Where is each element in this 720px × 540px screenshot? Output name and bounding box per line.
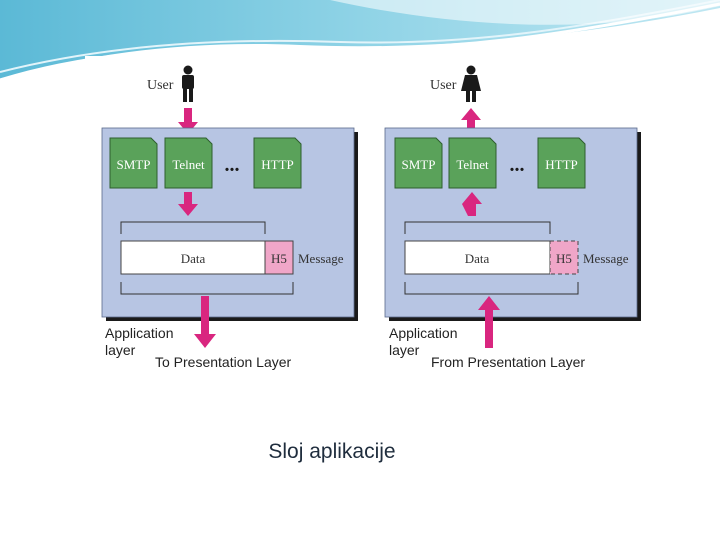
left-bracket-bottom [120,282,294,295]
right-protocol-smtp-label: SMTP [402,157,436,172]
right-up-arrow-presentation [478,296,500,348]
left-bracket-top [120,221,266,234]
right-up-arrow-user [461,108,481,134]
application-layer-figure: User SMTP Telnet ... HTTP [85,56,660,374]
right-message-label: Message [583,251,629,266]
left-user-icon [182,65,194,102]
right-bracket-bottom [404,282,579,295]
left-down-arrow-telnet [178,192,198,216]
right-protocol-http-label: HTTP [545,157,578,172]
left-layer-label-line1: Application [105,325,174,341]
right-ellipsis: ... [510,154,525,176]
left-down-arrow-user [178,108,198,134]
left-protocol-telnet-label: Telnet [172,157,205,172]
left-protocol-smtp: SMTP [109,137,158,189]
right-bottom-label: From Presentation Layer [431,354,585,370]
right-h5-header [549,240,579,275]
right-user-label: User [430,78,457,93]
right-layer-label-line2: layer [389,342,420,358]
left-ellipsis: ... [225,154,240,176]
left-protocol-http: HTTP [253,137,302,189]
left-protocol-smtp-label: SMTP [117,157,151,172]
left-protocol-telnet: Telnet [164,137,213,189]
right-diagram: User SMTP Telnet ... HTTP [384,65,641,370]
right-up-arrow-telnet [462,192,482,216]
right-layer-label-line1: Application [389,325,458,341]
right-data-label: Data [465,251,490,266]
slide-caption: Sloj aplikacije [268,440,396,463]
right-protocol-smtp: SMTP [394,137,443,189]
left-layer-label-line2: layer [105,342,136,358]
right-protocol-http: HTTP [537,137,586,189]
left-message-label: Message [298,251,344,266]
left-h5-header [264,240,294,275]
left-h5-label: H5 [271,251,287,266]
right-bracket-top [404,221,551,234]
right-data-box [404,240,551,275]
left-diagram: User SMTP Telnet ... HTTP [101,65,358,370]
left-bottom-label: To Presentation Layer [155,354,292,370]
left-data-label: Data [181,251,206,266]
right-user-icon [461,65,481,102]
right-protocol-telnet: Telnet [448,137,497,189]
right-protocol-telnet-label: Telnet [456,157,489,172]
right-h5-label: H5 [556,251,572,266]
left-user-label: User [147,78,174,93]
left-protocol-http-label: HTTP [261,157,294,172]
left-down-arrow-presentation [194,296,216,348]
